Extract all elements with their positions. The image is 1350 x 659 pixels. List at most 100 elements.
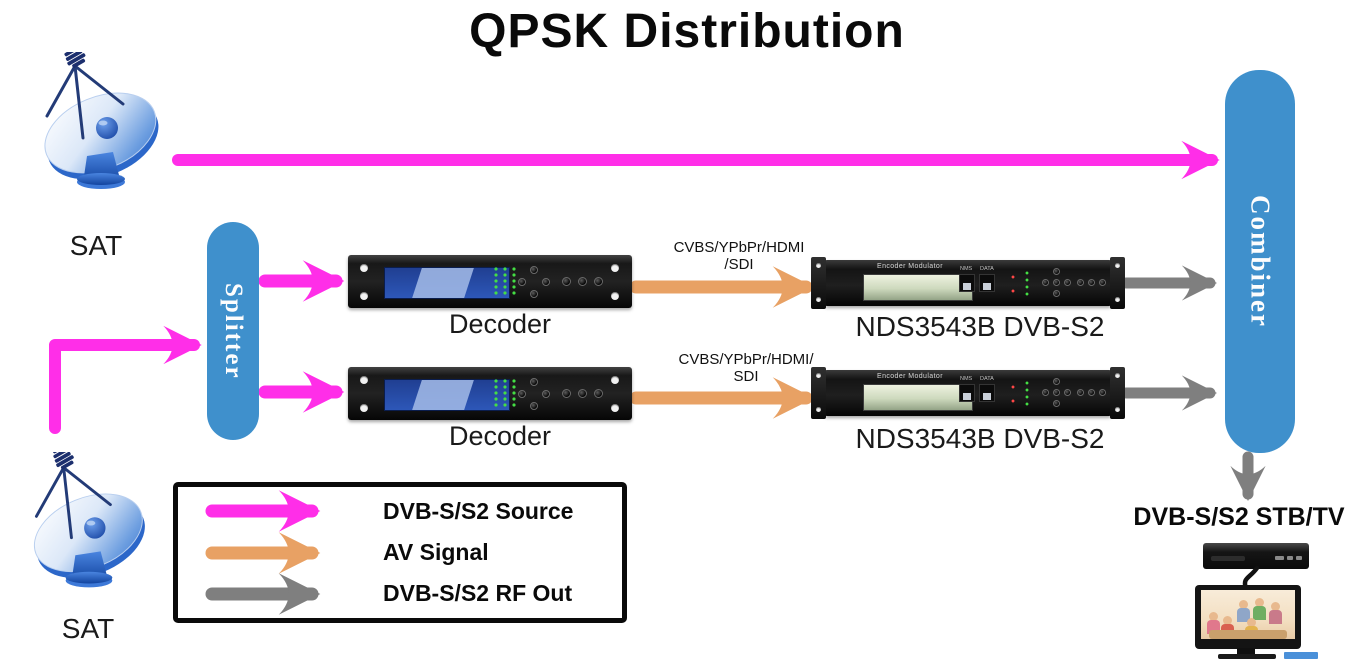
rf-arrow-sample-icon <box>205 572 321 615</box>
nav-center-button <box>1053 279 1060 286</box>
nav-up-button <box>530 378 538 386</box>
lcd-display <box>863 274 973 301</box>
av-signal-label-2: CVBS/YPbPr/HDMI/ SDI <box>655 351 837 385</box>
tv-base <box>1218 654 1276 659</box>
stb-icon <box>1203 543 1309 569</box>
rack-ear <box>811 367 826 419</box>
rj45-port <box>959 384 975 402</box>
screw-hole-icon <box>816 263 821 268</box>
modulator-device-1: Encoder Modulator NMS DATA <box>811 257 1125 309</box>
status-led-column <box>1011 385 1017 409</box>
modulator-device-2: Encoder Modulator NMS DATA <box>811 367 1125 419</box>
av-signal-label-2-line1: CVBS/YPbPr/HDMI/ <box>678 351 814 368</box>
nav-right-button <box>1064 279 1071 286</box>
screw-hole-icon <box>611 264 619 272</box>
output-label: DVB-S/S2 STB/TV <box>1133 503 1345 531</box>
nav-left-button <box>1042 389 1049 396</box>
sat-label-bottom: SAT <box>61 613 115 644</box>
nav-right-button <box>1064 389 1071 396</box>
port-label-data: DATA <box>980 376 994 382</box>
nav-up-button <box>530 266 538 274</box>
panel-title: Encoder Modulator <box>877 373 943 380</box>
rack-ear <box>1110 367 1125 419</box>
rj45-port <box>979 274 995 292</box>
legend-row-source: DVB-S/S2 Source <box>202 490 622 533</box>
panel-button <box>578 389 587 398</box>
tv-icon <box>1195 585 1301 649</box>
panel-button <box>1088 279 1095 286</box>
led-grid <box>494 267 521 297</box>
screw-hole-icon <box>611 292 619 300</box>
nav-left-button <box>518 390 526 398</box>
rj45-port <box>979 384 995 402</box>
screw-hole-icon <box>1115 297 1120 302</box>
screw-hole-icon <box>816 407 821 412</box>
legend-label-source: DVB-S/S2 Source <box>383 497 574 524</box>
av-signal-label-1: CVBS/YPbPr/HDMI /SDI <box>648 239 830 273</box>
av-signal-label-1-line1: CVBS/YPbPr/HDMI <box>673 239 805 256</box>
sat-label-top: SAT <box>69 230 123 261</box>
screw-hole-icon <box>816 373 821 378</box>
led-grid <box>494 379 521 409</box>
panel-button <box>594 389 603 398</box>
legend-label-rf: DVB-S/S2 RF Out <box>383 580 573 607</box>
modulator-label-1: NDS3543B DVB-S2 <box>855 311 1105 342</box>
legend-row-av: AV Signal <box>202 531 622 574</box>
nav-left-button <box>518 278 526 286</box>
screw-hole-icon <box>1115 407 1120 412</box>
rack-ear <box>811 257 826 309</box>
legend-label-av: AV Signal <box>383 539 489 565</box>
screw-hole-icon <box>1115 373 1120 378</box>
panel-button <box>578 277 587 286</box>
lock-led-column <box>1025 271 1031 299</box>
panel-button <box>594 277 603 286</box>
panel-title: Encoder Modulator <box>877 263 943 270</box>
nav-left-button <box>1042 279 1049 286</box>
av-signal-label-2-line2: SDI <box>733 368 759 385</box>
screw-hole-icon <box>816 297 821 302</box>
decoder-device-2 <box>348 367 632 420</box>
nav-up-button <box>1053 378 1060 385</box>
decoder-label-2: Decoder <box>448 421 552 451</box>
satellite-dish-bottom-icon <box>33 452 145 588</box>
lock-led-column <box>1025 381 1031 409</box>
panel-button <box>562 277 571 286</box>
panel-button <box>1088 389 1095 396</box>
legend-box: DVB-S/S2 Source AV Signal DVB-S/S2 RF Ou… <box>173 482 627 623</box>
port-label-nms: NMS <box>960 266 973 272</box>
nav-up-button <box>1053 268 1060 275</box>
status-led-column <box>1011 275 1017 299</box>
screw-hole-icon <box>1115 263 1120 268</box>
satellite-dish-top-icon <box>44 52 159 189</box>
nav-right-button <box>542 278 550 286</box>
legend-row-rf: DVB-S/S2 RF Out <box>202 572 622 615</box>
decoder-device-1 <box>348 255 632 308</box>
nav-right-button <box>542 390 550 398</box>
page-title: QPSK Distribution <box>469 5 905 58</box>
nav-down-button <box>1053 290 1060 297</box>
panel-button <box>1077 279 1084 286</box>
rj45-port <box>959 274 975 292</box>
lcd-display <box>863 384 973 411</box>
panel-button <box>562 389 571 398</box>
modulator-label-2: NDS3543B DVB-S2 <box>855 423 1105 454</box>
lcd-display <box>384 267 510 299</box>
screw-hole-icon <box>611 404 619 412</box>
tv-screen <box>1201 590 1295 639</box>
screw-hole-icon <box>360 292 368 300</box>
nav-center-button <box>1053 389 1060 396</box>
tv-stand <box>1237 648 1255 654</box>
av-arrow-sample-icon <box>205 531 321 574</box>
screw-hole-icon <box>360 264 368 272</box>
rack-ear <box>1110 257 1125 309</box>
nav-down-button <box>530 290 538 298</box>
stb-tv-illustration <box>1180 540 1350 659</box>
screw-hole-icon <box>360 376 368 384</box>
port-label-nms: NMS <box>960 376 973 382</box>
panel-button <box>1099 389 1106 396</box>
combiner-label: Combiner <box>1245 195 1276 328</box>
combiner-node: Combiner <box>1225 70 1295 453</box>
nav-down-button <box>530 402 538 410</box>
source-arrow-sample-icon <box>205 490 321 533</box>
splitter-node: Splitter <box>207 222 259 440</box>
